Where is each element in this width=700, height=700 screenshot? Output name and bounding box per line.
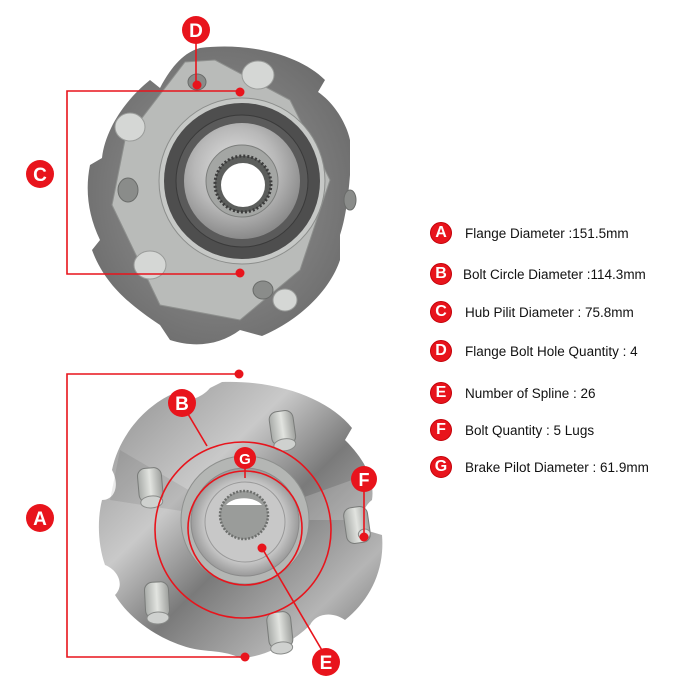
- spec-text: Brake Pilot Diameter : 61.9mm: [465, 459, 649, 475]
- spec-text: Flange Bolt Hole Quantity : 4: [465, 343, 638, 359]
- spec-text: Hub Pilit Diameter : 75.8mm: [465, 304, 634, 320]
- callout-f-dot: [359, 532, 369, 542]
- svg-text:E: E: [320, 653, 333, 674]
- spline-opening: [226, 498, 262, 505]
- spec-item-bolt-hole-quantity: D Flange Bolt Hole Quantity : 4: [430, 338, 638, 364]
- spec-text: Number of Spline : 26: [465, 385, 596, 401]
- callout-badge-b: B: [168, 389, 196, 417]
- callout-a-dot-top: [234, 369, 244, 379]
- callout-c-dot-bottom: [235, 268, 245, 278]
- callout-c-dot-top: [235, 87, 245, 97]
- spec-badge-b: B: [430, 263, 452, 285]
- top-bolt-bosses: [114, 60, 298, 312]
- spec-item-bolt-quantity: F Bolt Quantity : 5 Lugs: [430, 417, 594, 443]
- bottom-hub-view: [98, 381, 383, 658]
- spec-badge-a: A: [430, 222, 452, 244]
- wheel-stud: [266, 611, 294, 655]
- spec-badge-c: C: [430, 301, 452, 323]
- svg-text:D: D: [189, 21, 203, 42]
- callout-a-dot-bottom: [240, 652, 250, 662]
- callout-d-dot: [192, 80, 202, 90]
- spec-text: Bolt Quantity : 5 Lugs: [465, 422, 595, 438]
- spec-text: Flange Diameter :151.5mm: [465, 225, 629, 241]
- spline-bore: [218, 489, 270, 541]
- svg-text:A: A: [33, 509, 47, 530]
- callout-c-bracket: [66, 90, 240, 275]
- wheel-stud: [136, 467, 164, 509]
- callout-badge-e: E: [312, 648, 340, 676]
- spec-item-bolt-circle: B Bolt Circle Diameter :114.3mm: [430, 261, 646, 287]
- callout-badge-g: G: [234, 447, 256, 469]
- callout-badge-f: F: [351, 466, 377, 492]
- callout-badge-d: D: [182, 16, 210, 44]
- callout-badge-a: A: [26, 504, 54, 532]
- callout-b-leader: [187, 413, 208, 447]
- bolt-circle-ring: [154, 441, 332, 619]
- callout-a-bracket: [66, 373, 244, 658]
- spec-item-flange-diameter: A Flange Diameter :151.5mm: [430, 220, 629, 246]
- top-hub-view: [87, 46, 357, 345]
- wheel-studs: [136, 410, 371, 655]
- svg-text:B: B: [175, 394, 189, 415]
- svg-text:F: F: [359, 470, 370, 490]
- callout-e-dot: [257, 543, 267, 553]
- spec-text: Bolt Circle Diameter :114.3mm: [463, 266, 646, 282]
- svg-text:C: C: [33, 165, 47, 186]
- spec-badge-d: D: [430, 340, 452, 362]
- callout-e-leader: [261, 547, 324, 653]
- callout-badges: D C A B G F E: [26, 16, 377, 676]
- wheel-stud: [143, 581, 171, 625]
- wheel-stud: [268, 410, 297, 452]
- callout-badge-c: C: [26, 160, 54, 188]
- spec-badge-f: F: [430, 419, 452, 441]
- svg-text:G: G: [239, 451, 251, 468]
- spec-badge-e: E: [430, 382, 452, 404]
- hub-spline-bore: [221, 163, 265, 207]
- spec-badge-g: G: [430, 456, 452, 478]
- spec-item-hub-pilot: C Hub Pilit Diameter : 75.8mm: [430, 299, 634, 325]
- spec-item-brake-pilot: G Brake Pilot Diameter : 61.9mm: [430, 454, 649, 480]
- spec-item-spline-count: E Number of Spline : 26: [430, 380, 596, 406]
